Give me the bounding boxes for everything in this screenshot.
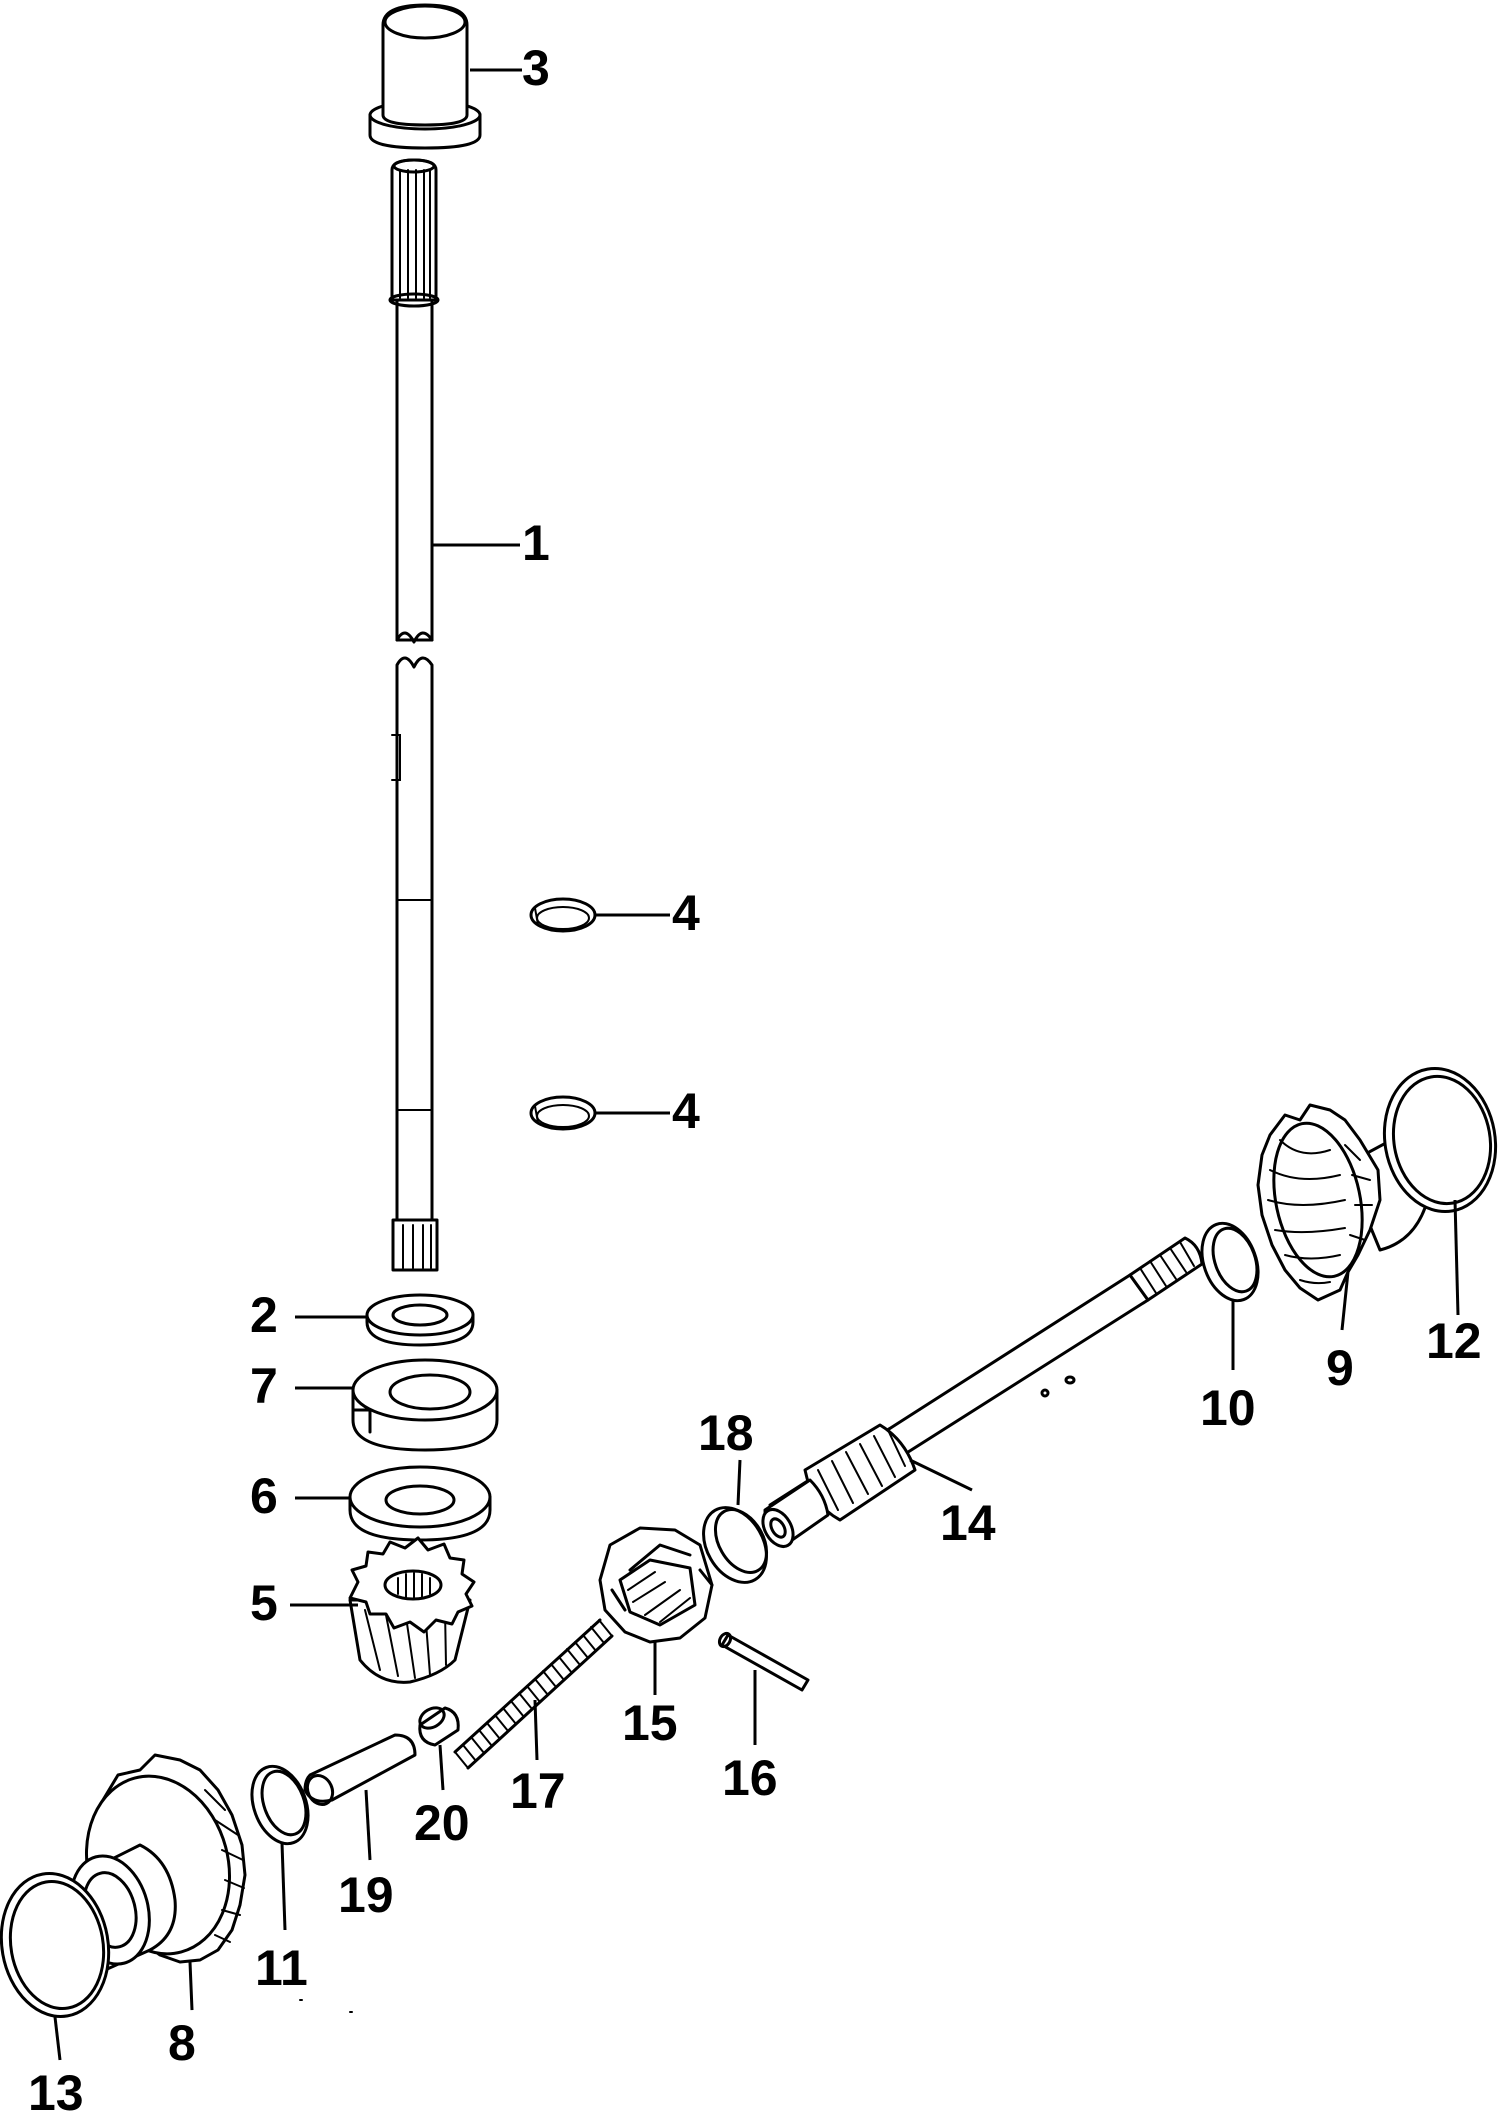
callout-5: 5 [250, 1575, 278, 1631]
part-1-drive-shaft [388, 158, 440, 1272]
callout-15: 15 [622, 1695, 678, 1751]
callout-6: 6 [250, 1468, 278, 1524]
part-8-forward-gear [69, 1753, 247, 1972]
callout-8: 8 [168, 2015, 196, 2071]
part-17-spring [453, 1618, 614, 1770]
callout-4-lower: 4 [672, 1083, 700, 1139]
part-5-pinion-gear [348, 1536, 476, 1684]
callout-16: 16 [722, 1750, 778, 1806]
leader-lines [53, 68, 1460, 2061]
part-14-propeller-shaft [761, 1236, 1204, 1548]
part-6-washer [348, 1465, 492, 1542]
part-18-ring [702, 1506, 769, 1584]
part-15-clutch [598, 1526, 714, 1644]
callout-13: 13 [28, 2065, 84, 2121]
part-11-ring [250, 1764, 310, 1846]
part-12-shim [1382, 1066, 1498, 1214]
callout-12: 12 [1426, 1313, 1482, 1369]
callout-17: 17 [510, 1763, 566, 1819]
part-13-shim [0, 1871, 111, 2019]
part-4-circlip-lower [529, 1095, 597, 1131]
callout-19: 19 [338, 1867, 394, 1923]
callout-10: 10 [1200, 1380, 1256, 1436]
part-2-washer [365, 1293, 475, 1347]
part-10-ring [1200, 1221, 1260, 1303]
part-19-push-rod [303, 1733, 417, 1807]
part-4-circlip-upper [529, 897, 597, 933]
callout-labels: 3 1 4 4 2 7 6 5 9 10 12 14 18 15 16 17 2… [28, 40, 1482, 2121]
part-16-pin [717, 1631, 810, 1692]
callout-7: 7 [250, 1358, 278, 1414]
callout-3: 3 [522, 40, 550, 96]
callout-18: 18 [698, 1405, 754, 1461]
callout-4-upper: 4 [672, 885, 700, 941]
callout-2: 2 [250, 1287, 278, 1343]
callout-14: 14 [940, 1495, 996, 1551]
callout-20: 20 [414, 1795, 470, 1851]
part-7-tab-washer [351, 1358, 499, 1452]
part-3-bushing [368, 3, 482, 150]
part-20-ball [418, 1706, 460, 1747]
callout-1: 1 [522, 515, 550, 571]
callout-9: 9 [1326, 1340, 1354, 1396]
callout-11: 11 [255, 1940, 308, 1996]
